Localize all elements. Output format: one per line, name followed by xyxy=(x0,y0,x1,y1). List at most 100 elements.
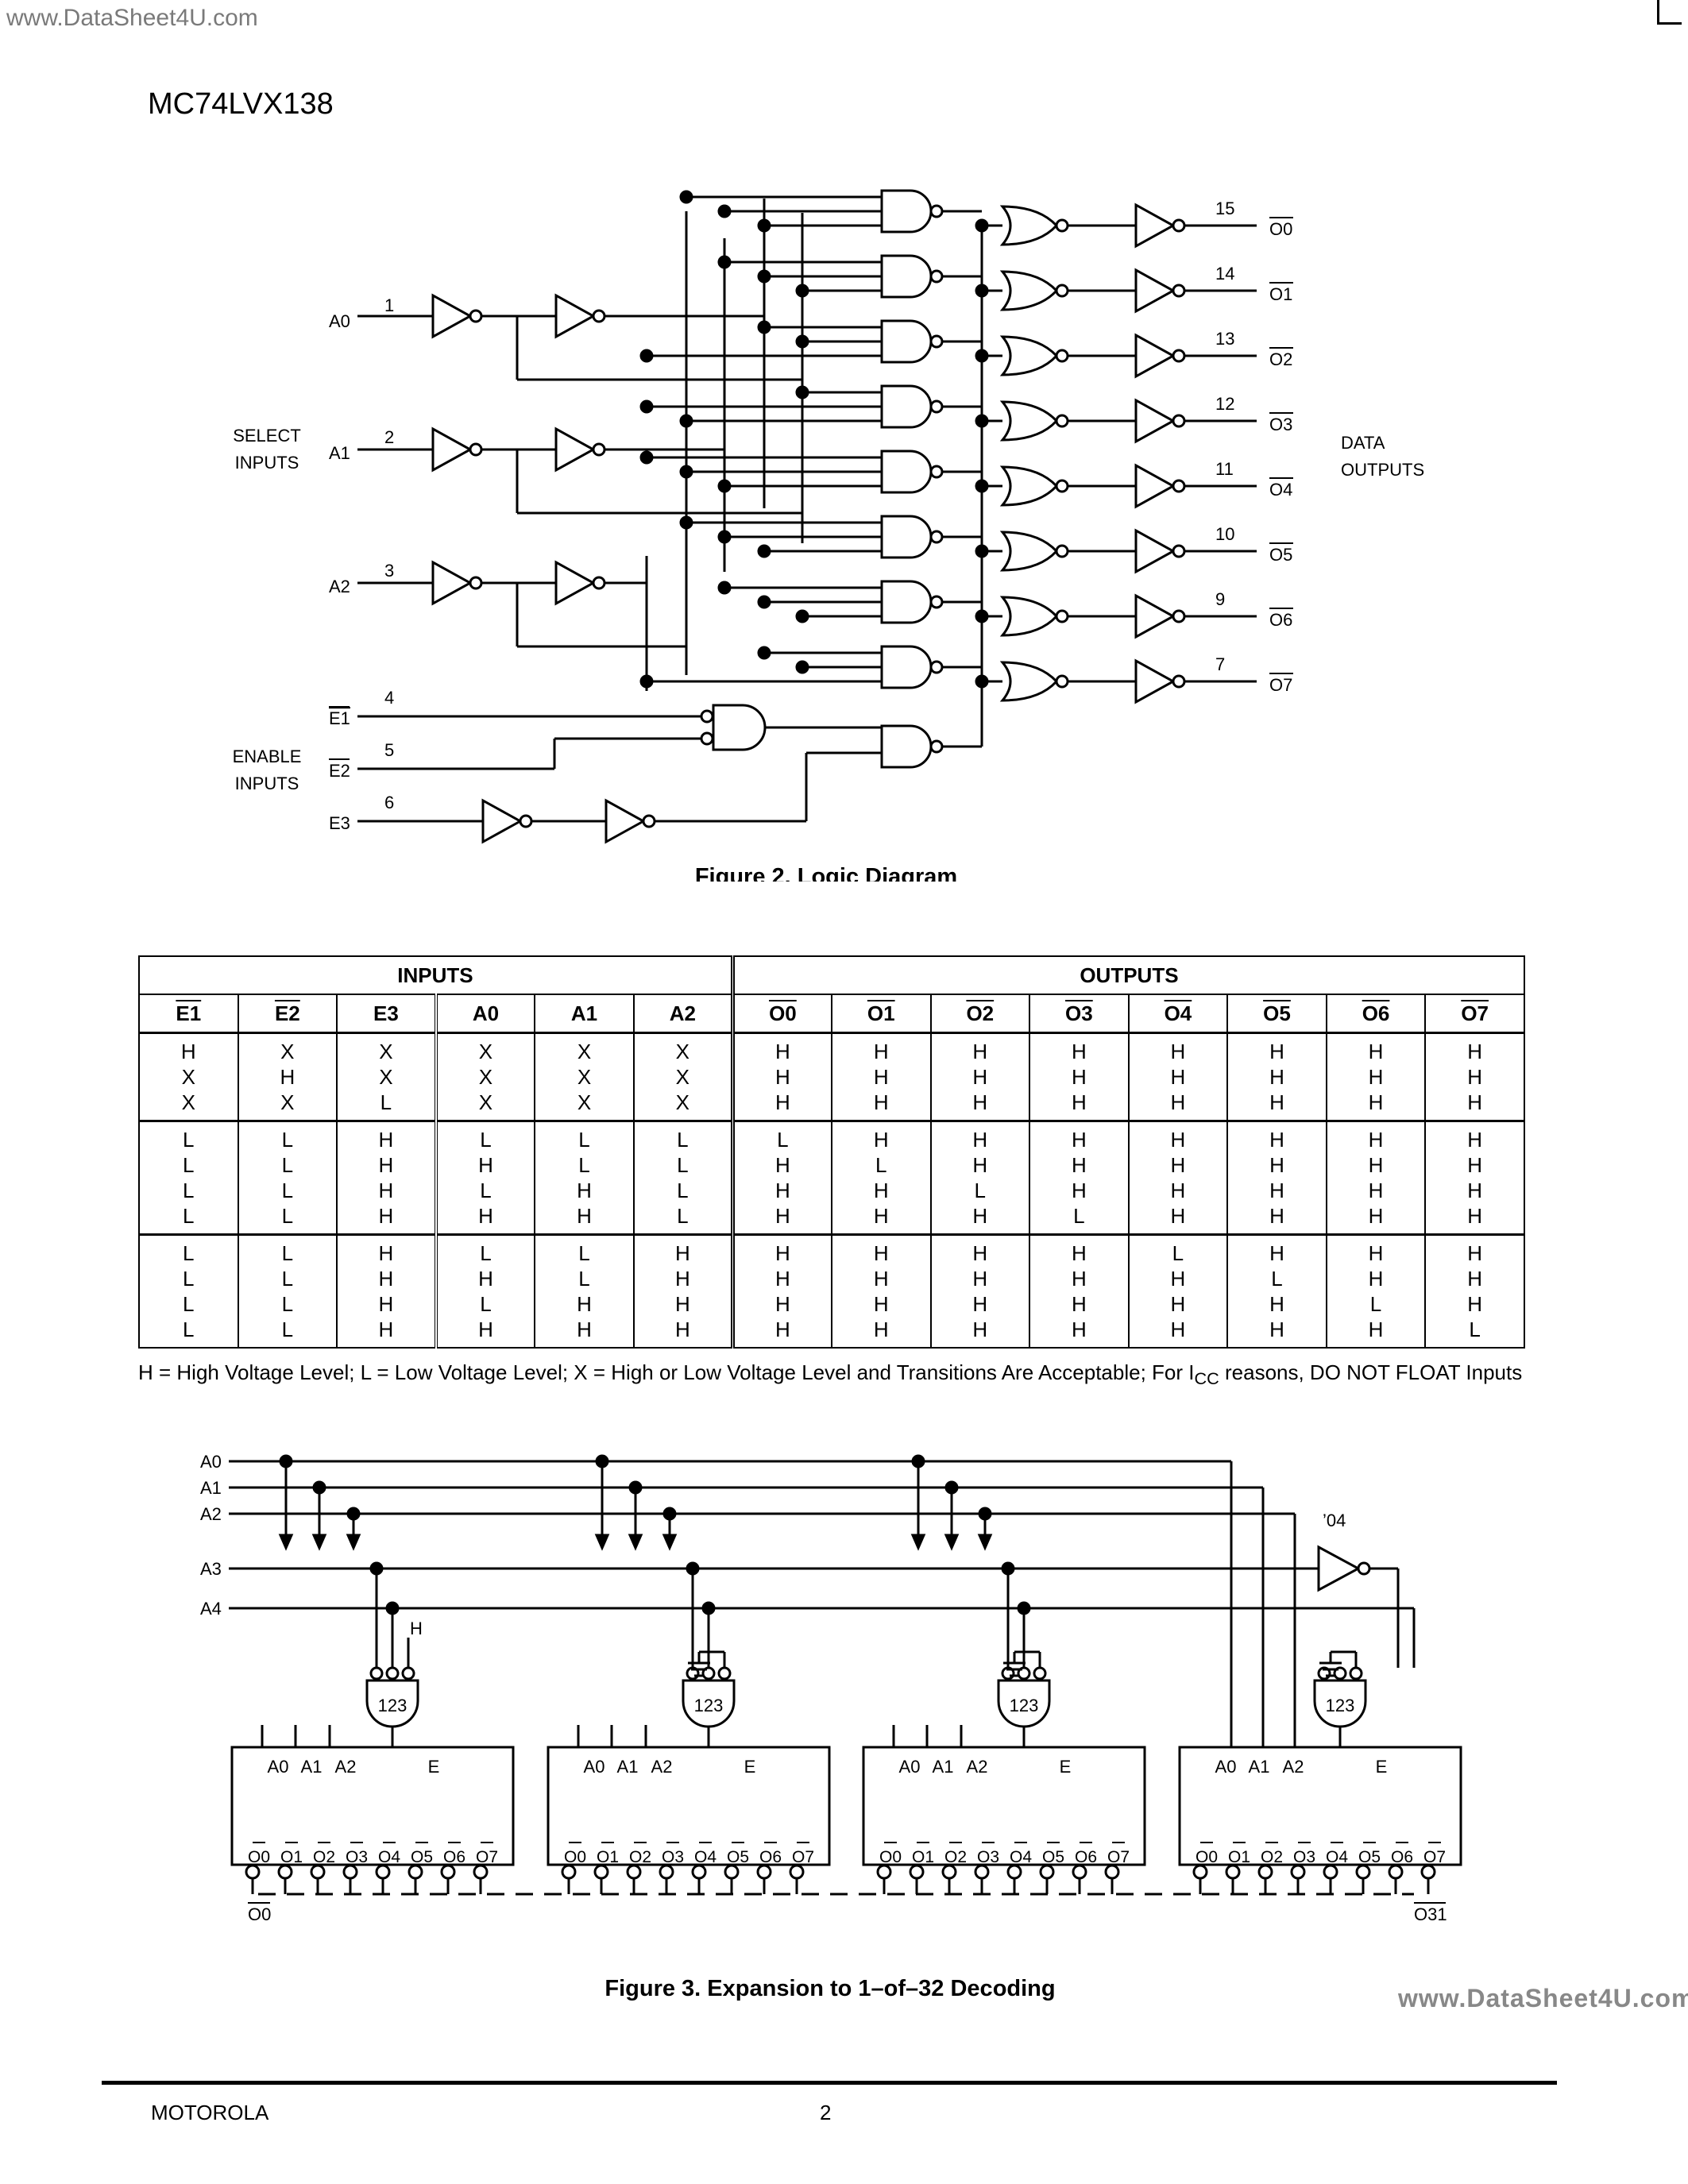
cell-value: L xyxy=(183,1318,195,1341)
range-end: O31 xyxy=(1414,1904,1447,1924)
block-output-label: O3 xyxy=(346,1848,368,1866)
output-name-7: O7 xyxy=(1269,675,1292,695)
bus-label-3: A3 xyxy=(200,1559,222,1579)
cell-value: L xyxy=(578,1153,590,1177)
cell-value: H xyxy=(1269,1292,1284,1316)
block-output-label: O2 xyxy=(944,1848,967,1866)
block-input-label: E xyxy=(1376,1757,1388,1777)
block-output-label: O0 xyxy=(564,1848,586,1866)
gate-label: 123 xyxy=(378,1696,408,1715)
note-text: H = High Voltage Level; L = Low Voltage … xyxy=(138,1360,1195,1384)
cell-value: H xyxy=(775,1040,790,1063)
block-input-label: A0 xyxy=(899,1757,921,1777)
input-e3-name: E3 xyxy=(329,813,350,833)
input-e2-pin: 5 xyxy=(384,740,394,760)
cell-value: L xyxy=(875,1153,887,1177)
cell-value: H xyxy=(1170,1128,1186,1152)
block-output-label: O6 xyxy=(759,1848,782,1866)
cell-value: H xyxy=(1071,1267,1087,1291)
output-pin-3: 12 xyxy=(1215,394,1234,414)
cell-value: H xyxy=(1368,1090,1384,1114)
block-output-label: O4 xyxy=(694,1848,717,1866)
cell-value: L xyxy=(1469,1318,1481,1341)
cell-value: X xyxy=(280,1040,295,1063)
h-label: H xyxy=(410,1619,423,1638)
block-output-label: O4 xyxy=(1326,1848,1348,1866)
col-header-o2: O2 xyxy=(929,994,1031,1034)
col-header-o3: O3 xyxy=(1029,994,1130,1034)
output-pin-4: 11 xyxy=(1215,459,1234,479)
block-output-label: O0 xyxy=(1196,1848,1218,1866)
block-output-label: O7 xyxy=(792,1848,814,1866)
cell-value: H xyxy=(1170,1179,1186,1202)
block-output-label: O0 xyxy=(248,1848,270,1866)
bus-label-1: A1 xyxy=(200,1478,222,1498)
cell-value: X xyxy=(478,1065,493,1089)
cell-value: L xyxy=(281,1179,294,1202)
cell-value: L xyxy=(281,1153,294,1177)
cell-value: H xyxy=(378,1204,394,1228)
expansion-diagram: Figure 3. Expansion to 1–of–32 Decoding … xyxy=(200,1452,1462,2001)
select-label-1: SELECT xyxy=(233,426,301,446)
block-output-label: O2 xyxy=(1261,1848,1283,1866)
figure3-caption: Figure 3. Expansion to 1–of–32 Decoding xyxy=(605,1976,1055,2001)
decoder-gates xyxy=(639,189,1257,704)
block-output-label: O5 xyxy=(727,1848,749,1866)
cell-value: H xyxy=(873,1204,889,1228)
cell-value: H xyxy=(873,1318,889,1341)
header-outputs: OUTPUTS xyxy=(732,955,1525,995)
cell-value: H xyxy=(577,1318,592,1341)
cell-value: H xyxy=(478,1204,493,1228)
block-output-label: O4 xyxy=(1010,1848,1032,1866)
watermark-bottom: www.DataSheet4U.com xyxy=(1398,1984,1688,2012)
cell-value: H xyxy=(873,1292,889,1316)
output-name-3: O3 xyxy=(1269,415,1292,434)
cell-value: H xyxy=(1170,1204,1186,1228)
cell-value: L xyxy=(281,1241,294,1265)
bus-label-0: A0 xyxy=(200,1452,222,1472)
cell-value: H xyxy=(1368,1179,1384,1202)
block-output-label: O1 xyxy=(597,1848,619,1866)
cell-value: H xyxy=(1170,1090,1186,1114)
cell-value: X xyxy=(181,1090,195,1114)
cell-value: H xyxy=(873,1267,889,1291)
cell-value: H xyxy=(674,1292,690,1316)
cell-value: H xyxy=(1467,1241,1483,1265)
cell-value: L xyxy=(183,1128,195,1152)
cell-value: H xyxy=(674,1318,690,1341)
cell-value: L xyxy=(281,1128,294,1152)
truth-table-note: H = High Voltage Level; L = Low Voltage … xyxy=(138,1358,1536,1393)
cell-value: H xyxy=(775,1090,790,1114)
output-name-0: O0 xyxy=(1269,219,1292,239)
cell-value: X xyxy=(478,1040,493,1063)
cell-value: H xyxy=(674,1241,690,1265)
block-input-label: A1 xyxy=(301,1757,323,1777)
col-header-a1: A1 xyxy=(534,994,635,1034)
col-header-e2: E2 xyxy=(237,994,338,1034)
cell-value: H xyxy=(972,1204,988,1228)
cell-value: H xyxy=(873,1040,889,1063)
input-a2-pin: 3 xyxy=(384,561,394,581)
block-output-label: O5 xyxy=(1042,1848,1064,1866)
input-a0-name: A0 xyxy=(329,311,350,331)
block-output-label: O6 xyxy=(1075,1848,1097,1866)
output-name-2: O2 xyxy=(1269,349,1292,369)
cell-value: L xyxy=(1271,1267,1283,1291)
input-e1-name: E1 xyxy=(329,708,350,728)
